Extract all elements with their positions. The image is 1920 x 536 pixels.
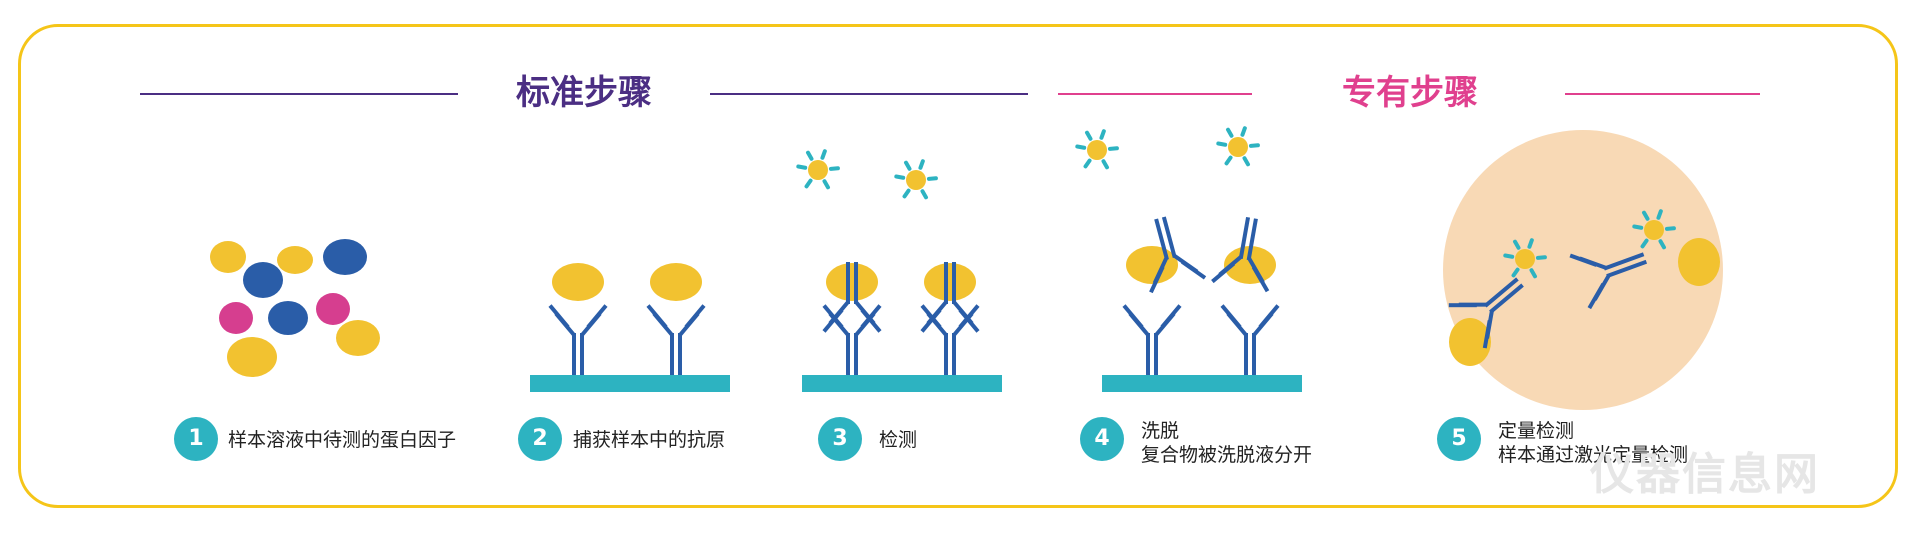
step-1-number: 1 — [174, 417, 218, 461]
step-5-laser — [1443, 130, 1723, 410]
protein-blue — [323, 239, 367, 275]
detection-label — [1216, 126, 1260, 167]
detection-label — [796, 149, 840, 190]
capture-antibody — [548, 304, 608, 375]
antigen — [277, 246, 313, 274]
step-1-text: 样本溶液中待测的蛋白因子 — [228, 428, 456, 452]
watermark: 仪器信息网 — [1590, 449, 1820, 500]
antigen — [1678, 238, 1720, 286]
step-2-line-1: 捕获样本中的抗原 — [573, 429, 726, 451]
antigen — [1126, 246, 1178, 284]
antigen — [227, 337, 277, 377]
step-1-line-1: 样本溶液中待测的蛋白因子 — [228, 429, 457, 451]
step-1-proteins — [210, 239, 380, 377]
capture-antibody — [1122, 304, 1182, 375]
step-4-line-1: 洗脱 — [1141, 420, 1180, 442]
capture-antibody — [1220, 304, 1280, 375]
step-5-number: 5 — [1437, 417, 1481, 461]
step-3-detection — [796, 149, 1002, 392]
step-4-elution — [1075, 126, 1302, 392]
step-2-number: 2 — [518, 417, 562, 461]
capture-antibody — [822, 304, 882, 375]
step-4-number: 4 — [1080, 417, 1124, 461]
step-3-text: 检测 — [879, 428, 917, 452]
protein-magenta — [316, 293, 350, 325]
antigen — [1449, 318, 1491, 366]
laser-circle — [1443, 130, 1723, 410]
diagram-border — [18, 24, 1898, 508]
capture-antibody — [646, 304, 706, 375]
step-4-line-2: 复合物被洗脱液分开 — [1141, 444, 1313, 466]
step-5-line-1: 定量检测 — [1498, 420, 1575, 442]
antigen — [826, 263, 878, 301]
protein-blue — [243, 262, 283, 298]
capture-antibody — [920, 304, 980, 375]
detection-label — [894, 159, 938, 200]
protein-blue — [268, 301, 308, 335]
detection-label — [1075, 129, 1119, 170]
capture-plate — [530, 375, 730, 392]
protein-magenta — [219, 302, 253, 334]
step-2-text: 捕获样本中的抗原 — [573, 428, 725, 452]
antigen — [552, 263, 604, 301]
antigen — [336, 320, 380, 356]
step-3-line-1: 检测 — [879, 429, 918, 451]
antigen — [1224, 246, 1276, 284]
antigen — [924, 263, 976, 301]
antigen — [210, 241, 246, 273]
step-5-line-2: 样本通过激光定量检测 — [1498, 444, 1689, 466]
capture-plate — [1102, 375, 1302, 392]
step-3-number: 3 — [818, 417, 862, 461]
step-5-text: 定量检测 样本通过激光定量检测 — [1498, 419, 1688, 467]
capture-plate — [802, 375, 1002, 392]
step-4-text: 洗脱 复合物被洗脱液分开 — [1141, 419, 1312, 467]
step-2-capture — [530, 263, 730, 392]
proprietary-steps-header: 专有步骤 — [1342, 73, 1478, 113]
standard-steps-header: 标准步骤 — [516, 73, 652, 113]
antigen — [650, 263, 702, 301]
